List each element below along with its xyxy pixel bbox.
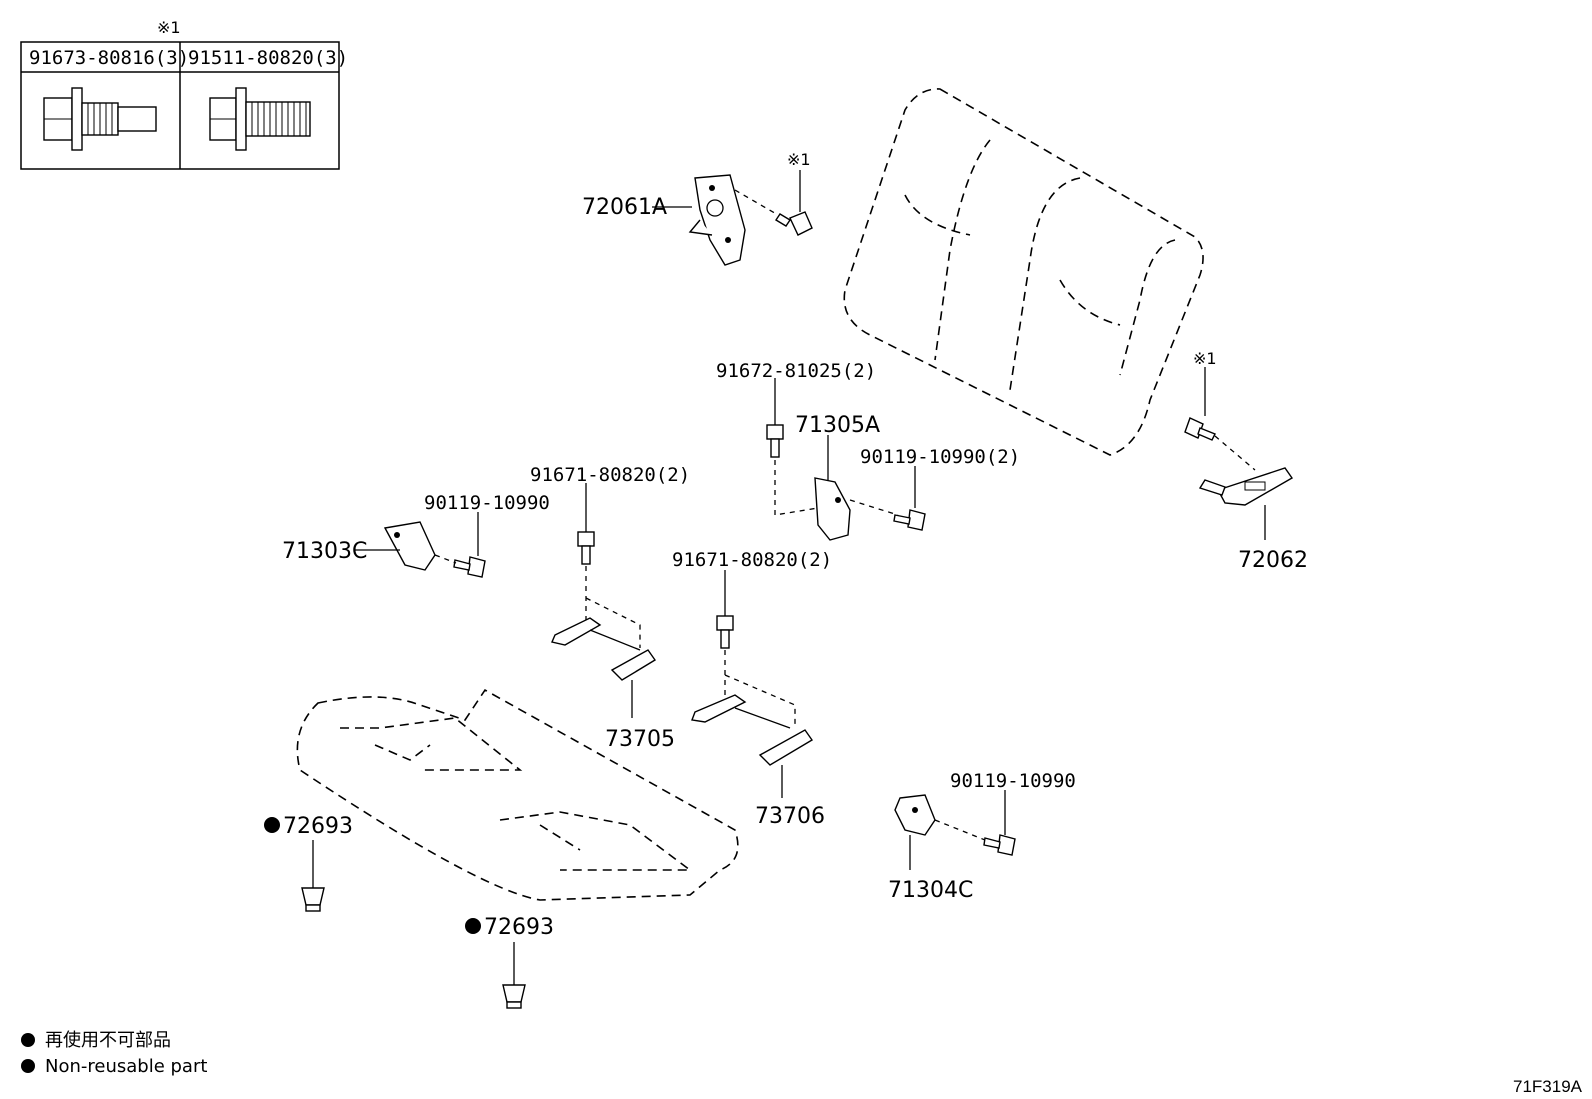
non-reusable-dot (465, 918, 481, 934)
legend-dot-icon (21, 1059, 35, 1073)
fastener-col-1: 91673-80816(3) (29, 47, 189, 69)
legend: 再使用不可部品 Non-reusable part (21, 1030, 207, 1077)
bracket-71304C (894, 794, 936, 836)
clip-72693-icon (301, 887, 325, 912)
label-71304C: 71304C (888, 878, 973, 903)
bolt-icon (716, 615, 734, 649)
legend-en: Non-reusable part (45, 1056, 207, 1077)
label-72693-b: 72693 (484, 915, 554, 940)
label-90119-10990-2: 90119-10990(2) (860, 446, 1020, 468)
fastener-table: ※1 91673-80816(3) 91511-80820(3) (20, 18, 348, 170)
label-71303C: 71303C (282, 539, 367, 564)
label-73706: 73706 (755, 804, 825, 829)
mark-1-right: ※1 (1193, 349, 1217, 368)
clip-72693-icon (502, 984, 526, 1009)
bolt-icon (1184, 417, 1216, 441)
bolt-icon (577, 531, 595, 565)
track-73706 (691, 694, 814, 766)
bolt-icon (766, 424, 784, 458)
mark-1-top: ※1 (787, 150, 811, 169)
nut-icon (453, 556, 486, 578)
non-reusable-dot (264, 817, 280, 833)
label-90119-10990-left: 90119-10990 (424, 492, 550, 514)
label-90119-10990-right: 90119-10990 (950, 770, 1076, 792)
reference-code: 71F319A (1513, 1077, 1583, 1096)
label-91672-81025: 91672-81025(2) (716, 360, 876, 382)
label-71305A: 71305A (795, 413, 880, 438)
hinge-72061A (688, 174, 746, 266)
fastener-table-mark: ※1 (157, 18, 181, 37)
bracket-71303C (383, 521, 436, 571)
label-91671-80820-a: 91671-80820(2) (530, 464, 690, 486)
legend-jp: 再使用不可部品 (45, 1030, 171, 1051)
track-73705 (551, 617, 657, 681)
label-72062: 72062 (1238, 548, 1308, 573)
legend-dot-icon (21, 1033, 35, 1047)
nut-icon (983, 834, 1016, 856)
bolt-icon (775, 211, 813, 236)
fastener-col-2: 91511-80820(3) (188, 47, 348, 69)
label-72061A: 72061A (582, 195, 667, 220)
label-91671-80820-b: 91671-80820(2) (672, 549, 832, 571)
latch-72062 (1198, 467, 1294, 506)
flange-bolt-icon (43, 87, 157, 151)
label-72693-a: 72693 (283, 814, 353, 839)
seat-back-outline (843, 88, 1204, 456)
bracket-71305A (814, 477, 851, 541)
seat-cushion-outline (296, 688, 739, 901)
flange-bolt-icon (209, 87, 311, 151)
label-73705: 73705 (605, 727, 675, 752)
nut-icon (893, 509, 926, 531)
